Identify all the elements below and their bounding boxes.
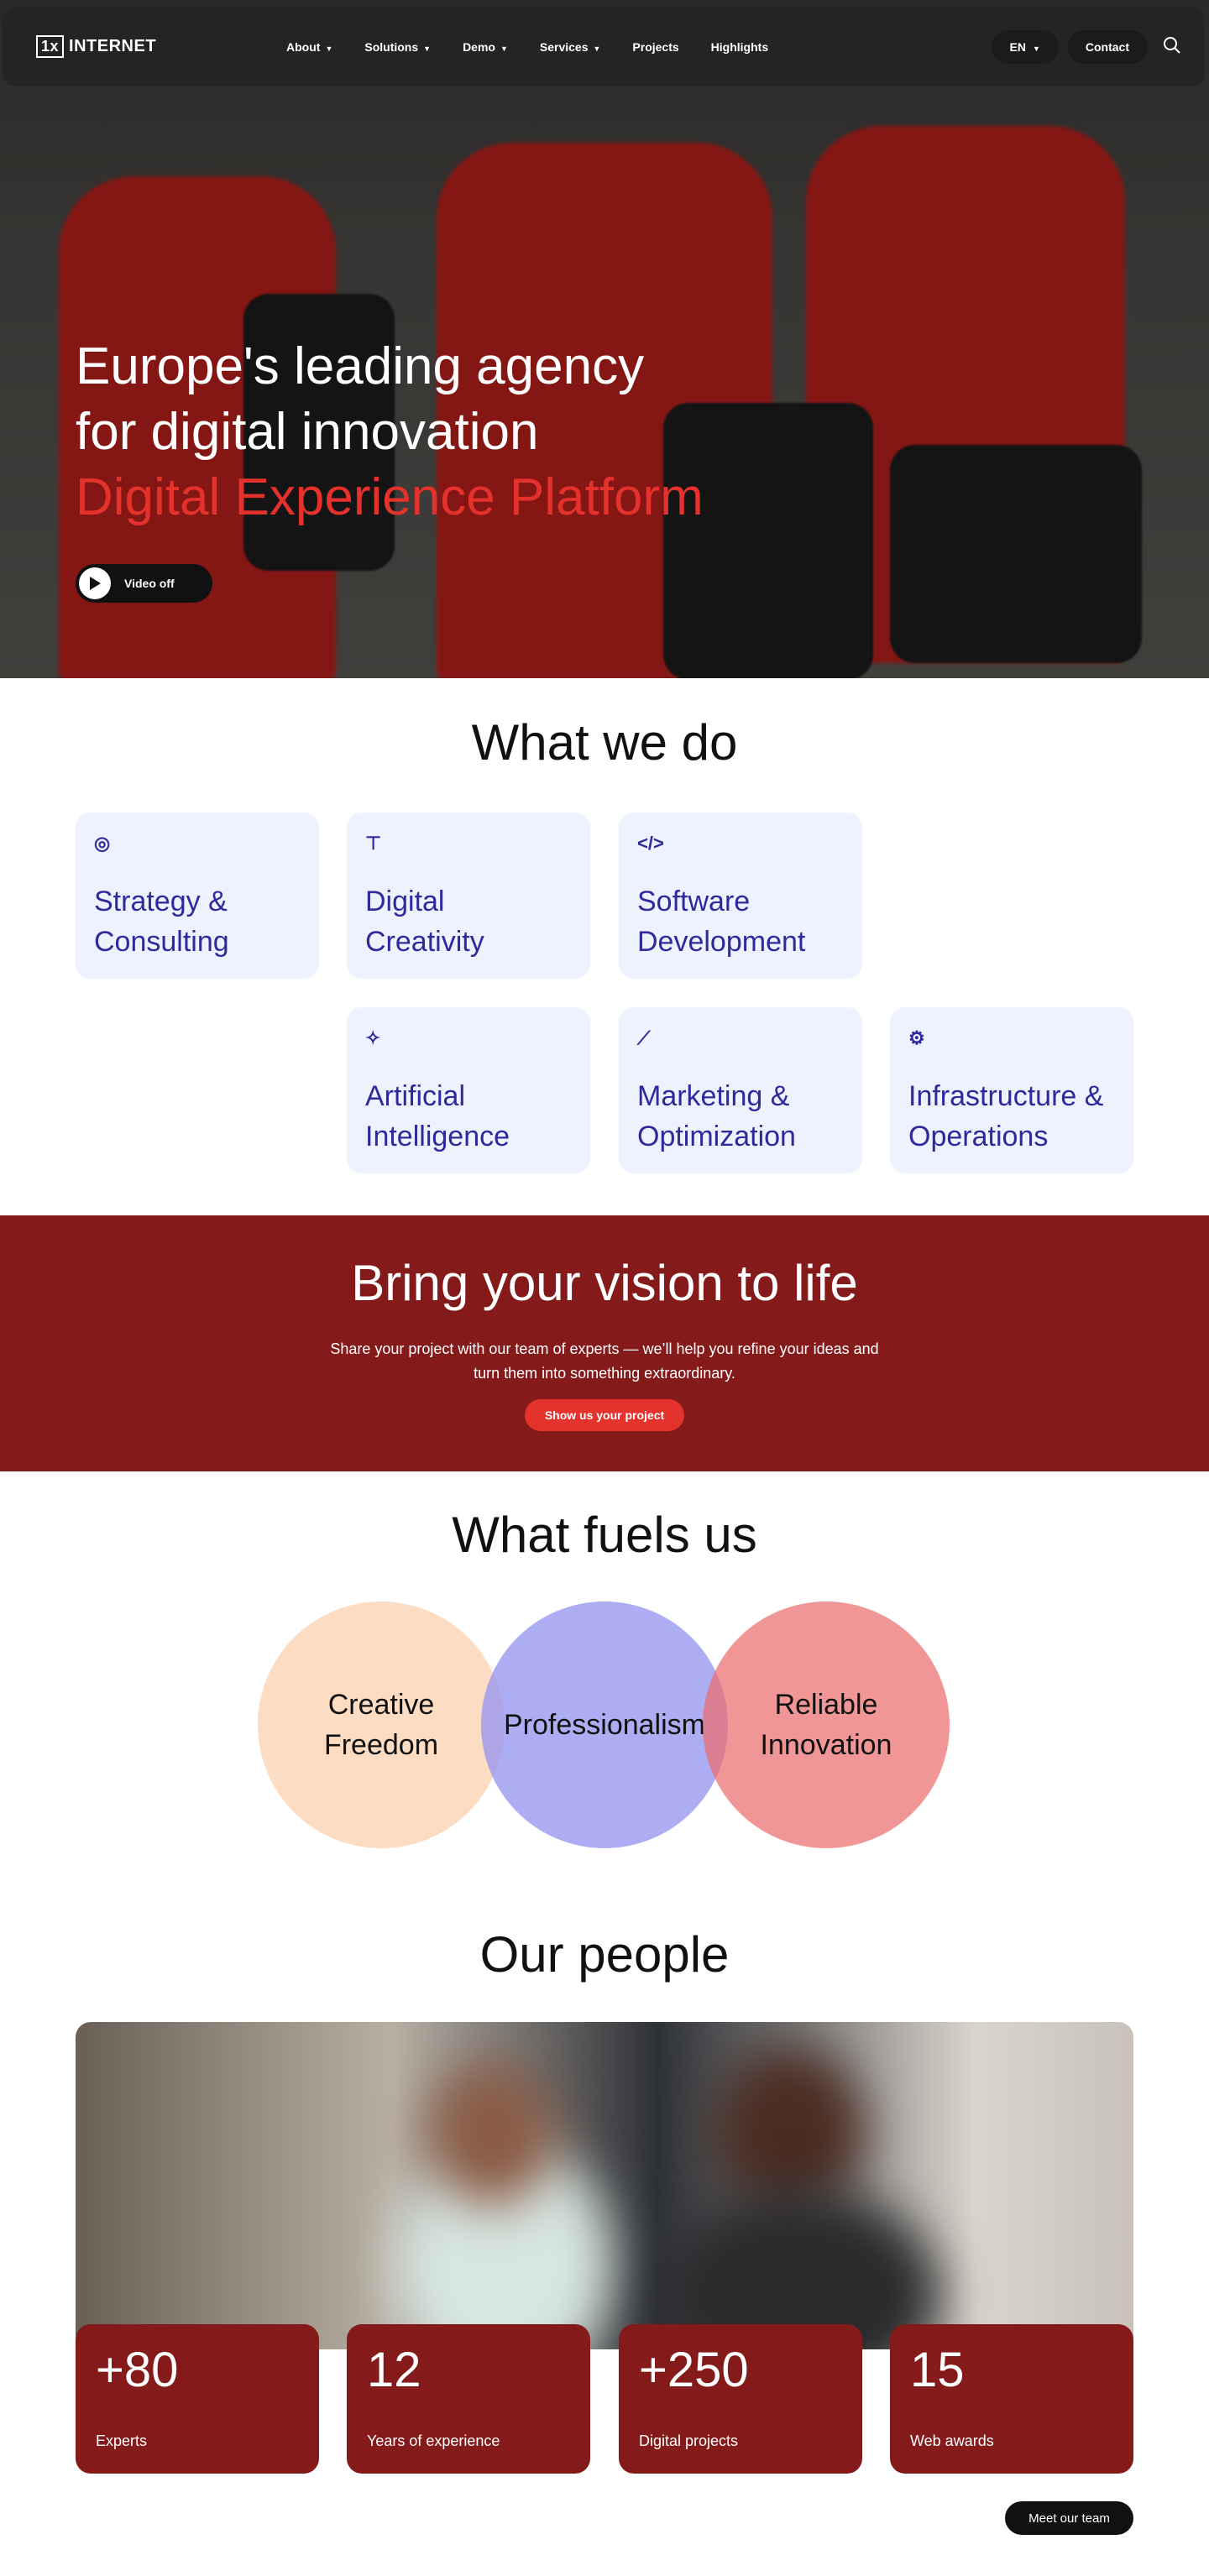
play-icon [79, 567, 111, 599]
meet-team-button[interactable]: Meet our team [1005, 2501, 1133, 2535]
main-menu: About ▼ Solutions ▼ Demo ▼ Services ▼ Projec… [286, 40, 768, 54]
hero-line-2: for digital innovation [76, 403, 539, 461]
nav-item-services[interactable]: Services ▼ [540, 40, 601, 54]
hero-photo-bag [243, 294, 395, 571]
show-project-button[interactable]: Show us your project [524, 1399, 685, 1431]
nav-label: About [286, 39, 321, 54]
value-circle-reliable: Reliable Innovation [703, 1602, 950, 1848]
service-card-strategy[interactable]: ◎ Strategy & Consulting [76, 813, 319, 979]
contact-button[interactable]: Contact [1066, 29, 1148, 64]
caret-down-icon: ▼ [1032, 44, 1040, 53]
hero-photo-bag [663, 403, 873, 678]
chart-line-icon: ⟋ [637, 1027, 651, 1048]
nav-item-solutions[interactable]: Solutions ▼ [364, 40, 431, 54]
card-label: Digital Creativity [365, 886, 484, 958]
search-icon[interactable] [1156, 36, 1188, 57]
service-card-creativity[interactable]: ⊤ Digital Creativity [347, 813, 590, 979]
gear-icon: ⚙ [908, 1027, 925, 1048]
card-label: Infrastructure & Operations [908, 1080, 1104, 1152]
video-toggle-button[interactable]: Video off [76, 564, 212, 603]
stat-value: +80 [96, 2343, 179, 2397]
nav-right: EN ▼ Contact [991, 29, 1189, 64]
stat-label: Digital projects [639, 2432, 739, 2449]
language-selector[interactable]: EN ▼ [991, 29, 1059, 64]
cta-band: Bring your vision to life Share your pro… [0, 1215, 1209, 1471]
values-title: What fuels us [452, 1507, 757, 1563]
nav-item-highlights[interactable]: Highlights [710, 39, 769, 54]
nav-label: Demo [463, 39, 495, 54]
photo-person [428, 2064, 554, 2207]
nav-label: Solutions [364, 39, 419, 54]
stat-value: 15 [910, 2343, 965, 2397]
logo-mark: 1x [36, 35, 65, 58]
code-icon: </> [637, 833, 664, 854]
caret-down-icon: ▼ [500, 44, 508, 53]
card-label: Software Development [637, 886, 806, 958]
target-icon: ◎ [94, 833, 111, 854]
people-title: Our people [479, 1926, 730, 1983]
service-card-infrastructure[interactable]: ⚙ Infrastructure & Operations [890, 1007, 1133, 1173]
nav-label: Services [539, 39, 589, 54]
value-circle-professionalism: Professionalism [481, 1602, 728, 1848]
sparkle-icon: ✧ [365, 1027, 381, 1048]
language-label: EN [1009, 39, 1026, 54]
logo-text: INTERNET [69, 37, 157, 55]
team-photo [76, 2022, 1133, 2349]
service-card-ai[interactable]: ✧ Artificial Intelligence [347, 1007, 590, 1173]
what-we-do-title: What we do [471, 714, 738, 771]
caret-down-icon: ▼ [593, 44, 601, 53]
cta-title: Bring your vision to life [351, 1255, 858, 1311]
card-label: Strategy & Consulting [94, 886, 229, 958]
caret-down-icon: ▼ [325, 44, 333, 53]
hero-photo-bag [890, 445, 1142, 663]
value-circle-creative: Creative Freedom [258, 1602, 505, 1848]
cta-text: Share your project with our team of expe… [330, 1340, 879, 1382]
photo-person [714, 2047, 865, 2215]
caret-down-icon: ▼ [423, 44, 432, 53]
paint-roller-icon: ⊤ [365, 833, 382, 854]
value-label: Reliable Innovation [760, 1689, 892, 1761]
stat-label: Experts [96, 2432, 148, 2449]
value-label: Creative Freedom [323, 1689, 439, 1761]
hero-line-1: Europe's leading agency [76, 337, 645, 395]
hero: Europe's leading agency for digital inno… [0, 0, 1209, 678]
photo-person [663, 2190, 940, 2349]
hero-heading: Europe's leading agency for digital inno… [76, 334, 704, 530]
nav-item-about[interactable]: About ▼ [286, 40, 332, 54]
card-label: Marketing & Optimization [637, 1080, 796, 1152]
hero-highlight: Digital Experience Platform [76, 468, 704, 526]
video-toggle-label: Video off [124, 577, 175, 590]
service-card-marketing[interactable]: ⟋ Marketing & Optimization [619, 1007, 862, 1173]
nav-item-projects[interactable]: Projects [632, 39, 679, 54]
stat-label: Web awards [910, 2432, 994, 2449]
card-label: Artificial Intelligence [365, 1080, 510, 1152]
stat-value: 12 [367, 2343, 421, 2397]
value-label: Professionalism [504, 1709, 705, 1741]
service-card-software[interactable]: </> Software Development [619, 813, 862, 979]
stat-value: +250 [639, 2343, 749, 2397]
stat-label: Years of experience [367, 2432, 500, 2449]
nav-item-demo[interactable]: Demo ▼ [463, 40, 508, 54]
